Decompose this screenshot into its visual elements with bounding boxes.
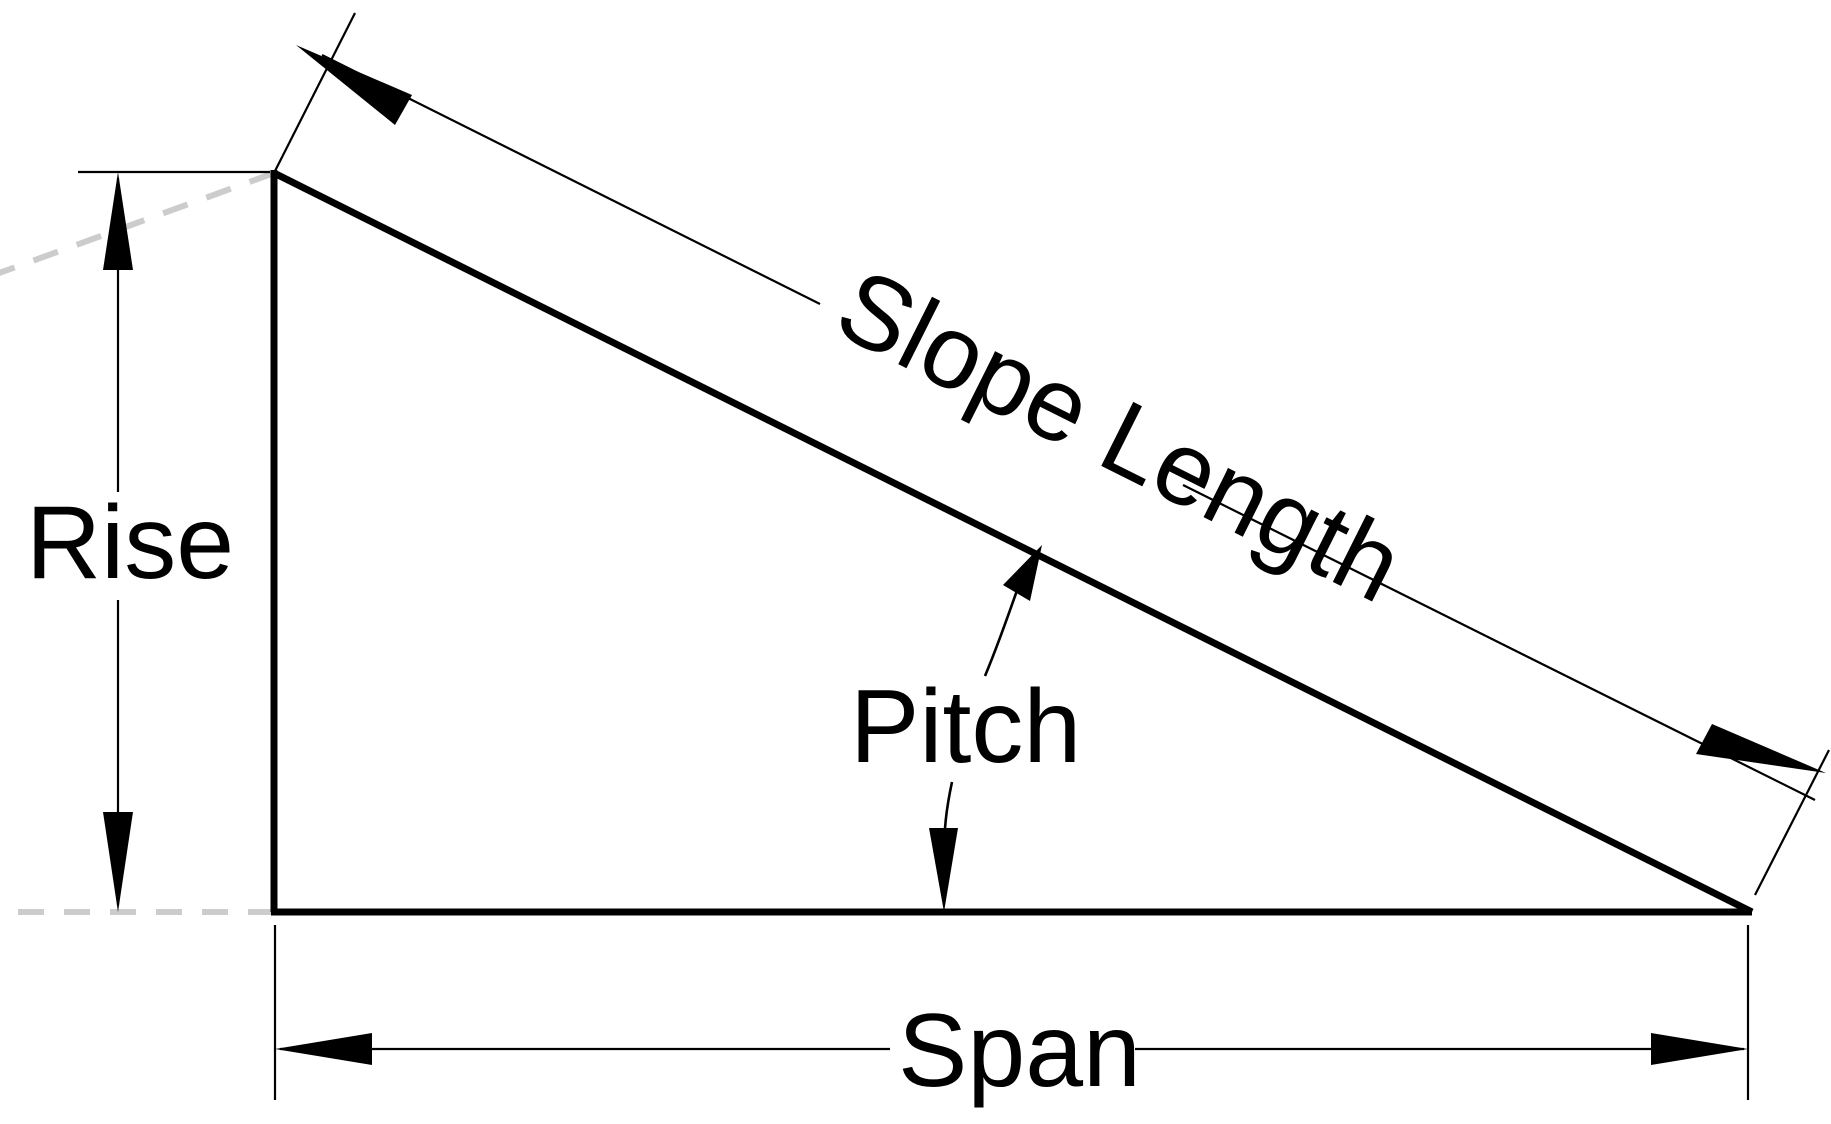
span-dimension: Span: [273, 925, 1750, 1109]
mirror-slope-guide-line: [0, 170, 276, 276]
span-label: Span: [898, 993, 1141, 1109]
pitch-label: Pitch: [850, 669, 1081, 785]
arrow-up-icon: [103, 172, 133, 270]
roof-triangle: [270, 169, 1754, 916]
guide-lines: [0, 170, 276, 915]
arrow-down-icon: [929, 828, 958, 912]
rise-dimension: Rise: [26, 170, 270, 912]
arrow-down-icon: [103, 812, 133, 912]
slope-length-label: Slope Length: [820, 247, 1420, 625]
slope-edge: [272, 169, 1754, 916]
rise-label: Rise: [26, 485, 234, 601]
arrow-up-left-icon: [296, 45, 412, 125]
arrow-left-icon: [275, 1033, 372, 1065]
slope-right-extension-line: [1754, 749, 1830, 896]
arrow-down-right-icon: [1696, 724, 1826, 773]
arrow-right-icon: [1651, 1033, 1748, 1065]
pitch-upper-leader-line: [983, 581, 1022, 677]
pitch-callout: Pitch: [850, 545, 1081, 912]
arrow-up-right-icon: [1003, 545, 1042, 601]
slope-left-extension-line: [273, 12, 356, 174]
